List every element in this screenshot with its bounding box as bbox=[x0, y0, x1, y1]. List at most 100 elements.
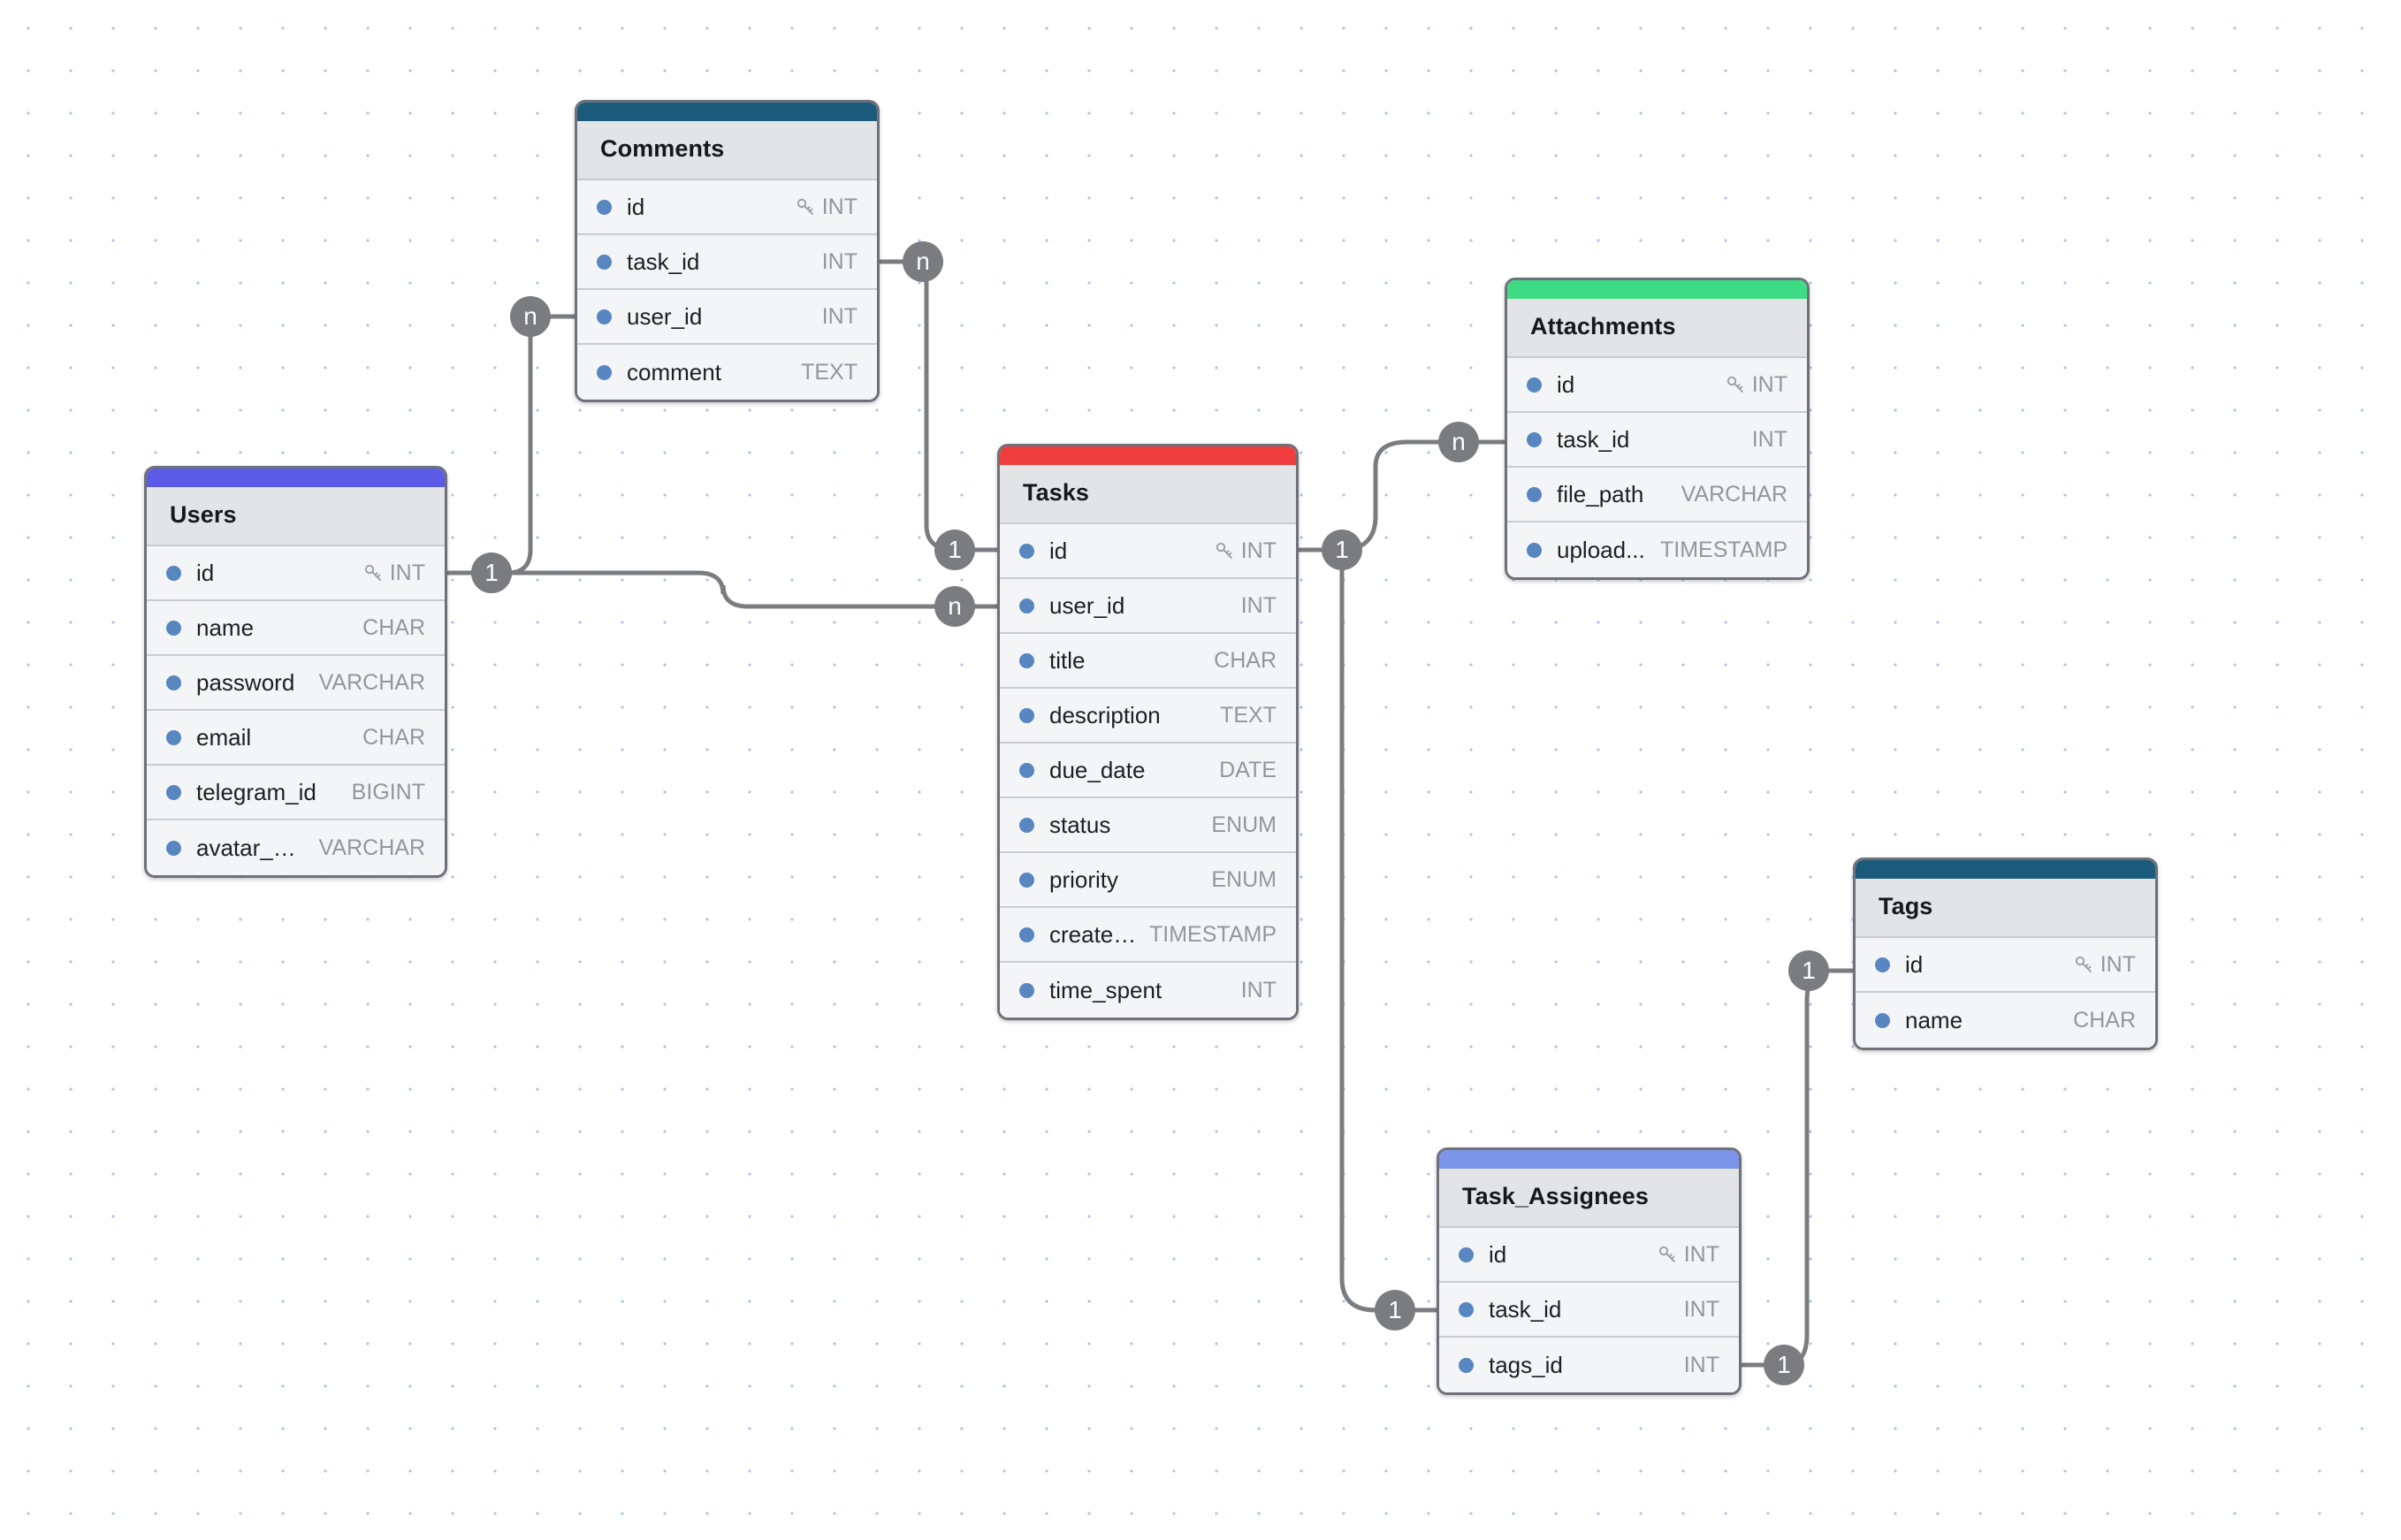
field-bullet-icon bbox=[1527, 431, 1542, 447]
field-bullet-icon bbox=[1019, 762, 1034, 778]
field-name: created... bbox=[1049, 920, 1140, 948]
primary-key-icon bbox=[1657, 1244, 1678, 1265]
field-row[interactable]: task_id INT bbox=[577, 235, 877, 290]
cardinality-badge[interactable]: 1 bbox=[471, 553, 512, 593]
field-type: INT bbox=[1214, 538, 1277, 564]
primary-key-icon bbox=[795, 196, 816, 217]
cardinality-badge[interactable]: n bbox=[934, 586, 975, 627]
field-type-label: VARCHAR bbox=[318, 835, 425, 860]
cardinality-badge[interactable]: 1 bbox=[1375, 1290, 1415, 1330]
field-row[interactable]: user_id INT bbox=[1000, 579, 1296, 634]
field-type: INT bbox=[362, 560, 425, 586]
field-type-label: INT bbox=[821, 248, 858, 274]
table-accent-bar bbox=[1000, 446, 1296, 465]
field-name: comment bbox=[627, 358, 721, 385]
field-type-label: INT bbox=[1751, 371, 1787, 397]
field-bullet-icon bbox=[1875, 957, 1890, 972]
field-row[interactable]: avatar_pa...VARCHAR bbox=[147, 820, 445, 875]
cardinality-badge[interactable]: 1 bbox=[1322, 530, 1362, 570]
field-bullet-icon bbox=[166, 729, 181, 745]
field-bullet-icon bbox=[597, 364, 612, 380]
field-type-label: VARCHAR bbox=[318, 669, 425, 695]
field-type: INT bbox=[1241, 593, 1277, 619]
field-type: CHAR bbox=[1214, 648, 1277, 674]
field-type-label: ENUM bbox=[1211, 866, 1277, 892]
field-bullet-icon bbox=[1527, 377, 1542, 393]
field-type: CHAR bbox=[362, 725, 425, 751]
field-type: TIMESTAMP bbox=[1660, 537, 1787, 563]
field-name: id bbox=[196, 559, 215, 586]
field-type: INT bbox=[822, 304, 858, 330]
field-bullet-icon bbox=[597, 309, 612, 324]
field-type: INT bbox=[1657, 1242, 1719, 1268]
field-bullet-icon bbox=[597, 199, 612, 215]
field-type-label: TEXT bbox=[1220, 702, 1277, 728]
table-title-tags: Tags bbox=[1856, 879, 2155, 938]
cardinality-badge[interactable]: n bbox=[510, 296, 551, 337]
field-type-label: INT bbox=[1240, 977, 1277, 1003]
field-name: user_id bbox=[1049, 591, 1125, 619]
table-accent-bar bbox=[1507, 280, 1807, 299]
table-accent-bar bbox=[147, 469, 445, 487]
table-title-comments: Comments bbox=[577, 121, 877, 180]
field-type: INT bbox=[795, 194, 858, 220]
field-bullet-icon bbox=[1527, 542, 1542, 558]
field-bullet-icon bbox=[1019, 872, 1034, 888]
field-bullet-icon bbox=[166, 840, 181, 856]
cardinality-badge[interactable]: 1 bbox=[934, 530, 975, 570]
field-row[interactable]: created... TIMESTAMP bbox=[1000, 908, 1296, 963]
cardinality-badge[interactable]: 1 bbox=[1788, 950, 1829, 991]
field-name: telegram_id bbox=[196, 778, 316, 805]
field-row[interactable]: description TEXT bbox=[1000, 689, 1296, 743]
field-name: status bbox=[1049, 811, 1111, 838]
field-row[interactable]: upload...TIMESTAMP bbox=[1507, 522, 1807, 577]
field-type-label: TIMESTAMP bbox=[1149, 921, 1277, 947]
field-name: task_id bbox=[627, 248, 700, 275]
field-bullet-icon bbox=[166, 675, 181, 690]
cardinality-badge[interactable]: 1 bbox=[1764, 1345, 1804, 1385]
field-row[interactable]: id INT bbox=[147, 546, 445, 601]
field-bullet-icon bbox=[1459, 1246, 1474, 1262]
field-type: CHAR bbox=[2073, 1008, 2136, 1033]
field-name: description bbox=[1049, 701, 1161, 728]
field-name: file_path bbox=[1557, 480, 1644, 507]
field-type: CHAR bbox=[362, 615, 425, 641]
field-bullet-icon bbox=[166, 565, 181, 581]
cardinality-badge[interactable]: n bbox=[903, 241, 943, 282]
field-type-label: INT bbox=[1683, 1296, 1719, 1322]
primary-key-icon bbox=[1214, 540, 1235, 561]
field-bullet-icon bbox=[1019, 652, 1034, 668]
key-icon bbox=[2075, 956, 2092, 972]
cardinality-badge[interactable]: n bbox=[1438, 422, 1479, 462]
field-type-label: INT bbox=[389, 560, 425, 585]
table-title-users: Users bbox=[147, 487, 445, 546]
field-type: ENUM bbox=[1211, 867, 1277, 893]
